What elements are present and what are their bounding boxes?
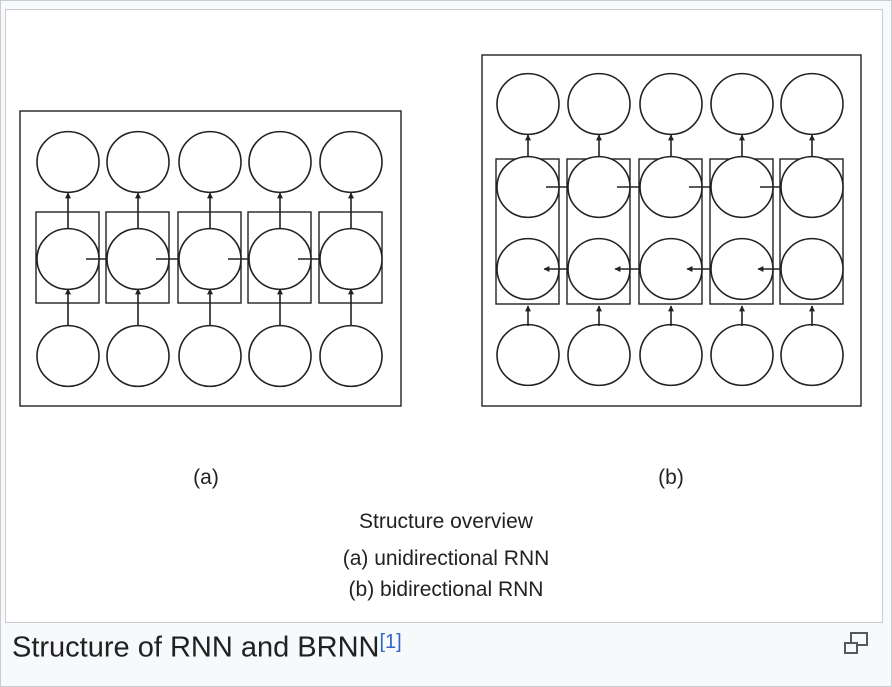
output-node — [780, 72, 844, 136]
output-node — [106, 130, 170, 194]
forward-hidden-node — [780, 155, 844, 219]
panel-a-unidirectional — [19, 110, 402, 407]
input-node — [710, 323, 774, 387]
figure-caption: Structure of RNN and BRNN[1] — [12, 629, 402, 665]
panel-b-frame — [481, 54, 862, 407]
output-node — [567, 72, 631, 136]
input-node — [639, 323, 703, 387]
hidden-node — [319, 227, 383, 291]
output-node — [319, 130, 383, 194]
panel-b-label: (b) — [658, 466, 684, 489]
panel-a-label: (a) — [193, 466, 219, 489]
backward-hidden-node — [780, 237, 844, 301]
magnify-clip-icon[interactable] — [843, 631, 873, 657]
input-node — [248, 324, 312, 388]
input-node — [780, 323, 844, 387]
output-node — [639, 72, 703, 136]
panel-a-frame — [19, 110, 402, 407]
input-node — [36, 324, 100, 388]
caption-text: Structure of RNN and BRNN — [12, 631, 380, 664]
overview-title: Structure overview — [359, 510, 534, 533]
output-node — [496, 72, 560, 136]
overview-line-b: (b) bidirectional RNN — [349, 578, 544, 601]
output-node — [36, 130, 100, 194]
overview-line-a: (a) unidirectional RNN — [343, 547, 550, 570]
input-node — [319, 324, 383, 388]
input-node — [178, 324, 242, 388]
caption-reference-link[interactable]: [1] — [379, 631, 402, 653]
input-node — [106, 324, 170, 388]
figure-image[interactable]: (a) (b) Structure overview (a) unidirect… — [5, 9, 883, 623]
panel-b-bidirectional — [481, 54, 862, 407]
output-node — [248, 130, 312, 194]
input-node — [567, 323, 631, 387]
output-node — [710, 72, 774, 136]
input-node — [496, 323, 560, 387]
rnn-structure-diagram: (a) (b) Structure overview (a) unidirect… — [19, 54, 862, 601]
output-node — [178, 130, 242, 194]
